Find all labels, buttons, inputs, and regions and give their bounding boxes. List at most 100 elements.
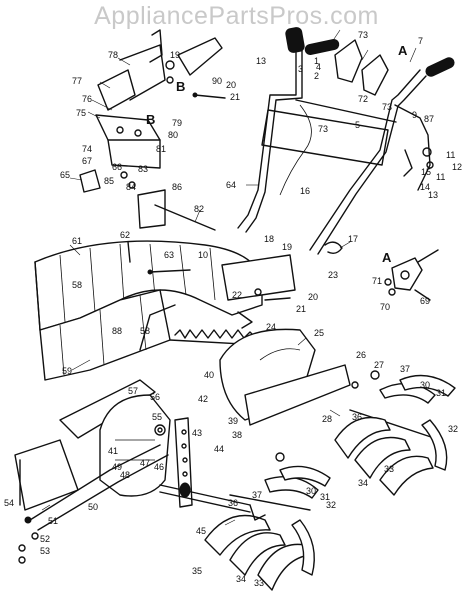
callout-54: 54 — [4, 498, 14, 508]
callout-75: 75 — [76, 108, 86, 118]
callout-16: 16 — [300, 186, 310, 196]
bracket-b-assembly — [79, 29, 226, 231]
callout-69: 69 — [420, 296, 430, 306]
callout-73-mid: 73 — [382, 102, 392, 112]
callout-25: 25 — [314, 328, 324, 338]
callout-48: 48 — [120, 470, 130, 480]
callout-84: 84 — [126, 182, 136, 192]
callout-76: 76 — [82, 94, 92, 104]
callout-5: 5 — [355, 120, 360, 130]
callout-4: 4 — [316, 62, 321, 72]
transmission-frame — [14, 304, 251, 564]
callout-1: 1 — [314, 56, 319, 66]
callout-2: 2 — [314, 71, 319, 81]
callout-43: 43 — [192, 428, 202, 438]
callout-33-front: 33 — [254, 578, 264, 588]
callout-22: 22 — [232, 290, 242, 300]
callout-38: 38 — [232, 430, 242, 440]
callout-86: 86 — [172, 182, 182, 192]
callout-66: 66 — [112, 162, 122, 172]
callout-11-a: 11 — [446, 150, 455, 160]
callout-64: 64 — [226, 180, 236, 190]
detail-letter-a-top: A — [398, 43, 408, 58]
callout-62: 62 — [120, 230, 130, 240]
callout-32-rear: 32 — [448, 424, 458, 434]
callout-9: 9 — [412, 110, 417, 120]
callout-37-front: 37 — [252, 490, 262, 500]
detail-letter-b-detail: B — [146, 112, 155, 127]
callout-18: 18 — [264, 234, 274, 244]
detail-letter-b-top: B — [176, 79, 185, 94]
callout-26: 26 — [356, 350, 366, 360]
callout-87: 87 — [424, 114, 434, 124]
callout-31: 31 — [436, 388, 446, 398]
callout-28: 28 — [322, 414, 332, 424]
callout-50: 50 — [88, 502, 98, 512]
callout-35: 35 — [192, 566, 202, 576]
callout-83: 83 — [138, 164, 148, 174]
callout-58-left: 58 — [72, 280, 82, 290]
callout-42: 42 — [198, 394, 208, 404]
callout-41: 41 — [108, 446, 118, 456]
callout-34-front: 34 — [236, 574, 246, 584]
callout-17: 17 — [348, 234, 358, 244]
callout-32: 32 — [326, 500, 336, 510]
callout-63: 63 — [164, 250, 174, 260]
callout-77: 77 — [72, 76, 82, 86]
detail-letter-a-detail: A — [382, 250, 392, 265]
callout-21-upper: 21 — [230, 92, 240, 102]
callout-79: 79 — [172, 118, 182, 128]
callout-33: 33 — [384, 464, 394, 474]
callout-27: 27 — [374, 360, 384, 370]
side-shield — [219, 328, 351, 426]
callout-24: 24 — [266, 322, 276, 332]
callout-13-b: 13 — [428, 190, 438, 200]
callout-70: 70 — [380, 302, 390, 312]
callout-19: 19 — [282, 242, 292, 252]
callout-46: 46 — [154, 462, 164, 472]
callout-57: 57 — [128, 386, 138, 396]
callout-10: 10 — [198, 250, 208, 260]
callout-74: 74 — [82, 144, 92, 154]
callout-78: 78 — [108, 50, 118, 60]
callout-30: 30 — [420, 380, 430, 390]
callout-85: 85 — [104, 176, 114, 186]
handlebar-assembly — [237, 27, 455, 255]
part-callouts: 1 2 3 4 5 7 9 10 11 12 13 14 15 16 17 18… — [4, 36, 462, 576]
callout-73: 73 — [318, 124, 328, 134]
callout-12: 12 — [452, 162, 462, 172]
callout-71: 71 — [372, 276, 382, 286]
callout-19-upper: 19 — [170, 50, 180, 60]
callout-14: 14 — [420, 182, 430, 192]
callout-7: 7 — [418, 36, 423, 46]
callout-67: 67 — [82, 156, 92, 166]
callout-61: 61 — [72, 236, 82, 246]
callout-39: 39 — [228, 416, 238, 426]
tine-assembly-front — [204, 452, 331, 591]
callout-81: 81 — [156, 144, 166, 154]
callout-51: 51 — [48, 516, 58, 526]
callout-49: 49 — [112, 462, 122, 472]
callout-45: 45 — [196, 526, 206, 536]
callout-23: 23 — [328, 270, 338, 280]
callout-3: 3 — [298, 64, 303, 74]
callout-52: 52 — [40, 534, 50, 544]
callout-30-front: 30 — [306, 486, 316, 496]
callout-15: 15 — [421, 167, 431, 177]
callout-37: 37 — [400, 364, 410, 374]
callout-40: 40 — [204, 370, 214, 380]
callout-47: 47 — [140, 458, 150, 468]
callout-21: 21 — [296, 304, 306, 314]
clutch-detail-a — [221, 241, 439, 329]
callout-65: 65 — [60, 170, 70, 180]
callout-53: 53 — [40, 546, 50, 556]
callout-90: 90 — [212, 76, 222, 86]
callout-82: 82 — [194, 204, 204, 214]
callout-58-right: 58 — [140, 326, 150, 336]
part-callouts-repeat: 19 20 21 73 73 13 11 58 36 37 30 31 33 3… — [140, 30, 458, 588]
callout-73-top: 73 — [358, 30, 368, 40]
callout-44: 44 — [214, 444, 224, 454]
callout-31-front: 31 — [320, 492, 330, 502]
callout-20-upper: 20 — [226, 80, 236, 90]
